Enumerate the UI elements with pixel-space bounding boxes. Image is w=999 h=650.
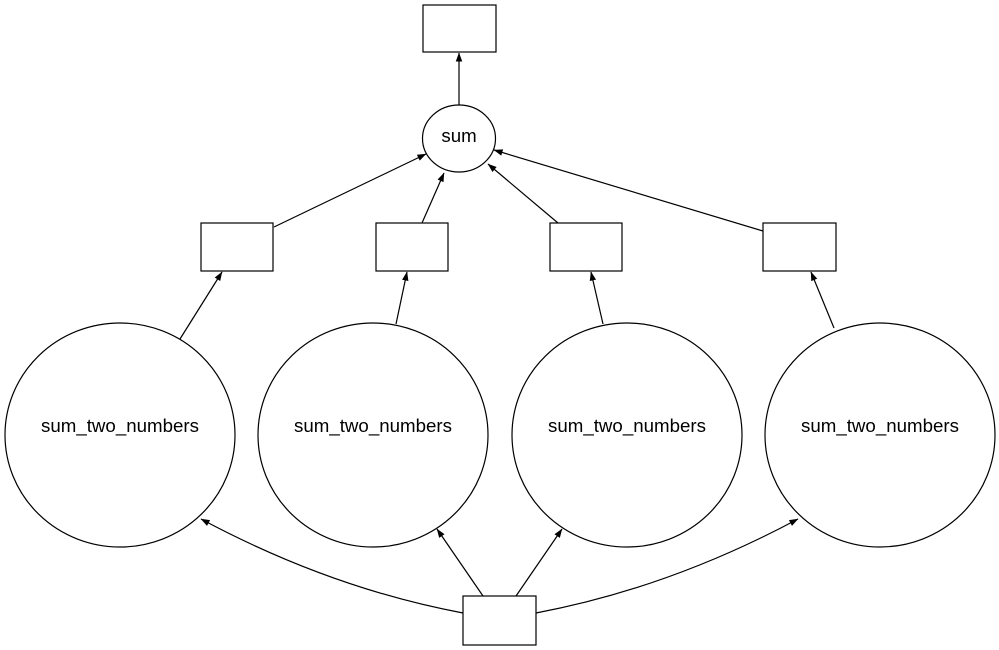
edge-partial4-to-sum [493, 149, 764, 232]
task4-function-label: sum_two_numbers [801, 415, 959, 437]
edge-task3-to-partial3 [589, 271, 604, 325]
sum-function-label: sum [441, 125, 476, 146]
task3-function-node [511, 322, 743, 548]
function-node-group: sum sum_two_numbers sum_two_numbers sum_… [4, 104, 996, 548]
partial1-data-node [200, 222, 274, 272]
task1-function-node [4, 322, 236, 548]
data-node-group [200, 4, 837, 646]
edge-task2-to-partial2 [395, 271, 409, 325]
edge-task1-to-partial1 [179, 271, 223, 340]
edge-input-to-task4 [535, 518, 799, 614]
task4-function-node [764, 322, 996, 548]
edge-partial1-to-sum [273, 153, 427, 228]
edge-group [179, 52, 835, 614]
task1-function-label: sum_two_numbers [41, 415, 199, 437]
input-data-node [462, 595, 537, 646]
task2-function-node [257, 322, 489, 548]
result-data-node [422, 4, 497, 53]
edge-input-to-task3 [515, 528, 563, 597]
edge-input-to-task2 [436, 528, 484, 597]
edge-partial2-to-sum [421, 172, 445, 224]
partial3-data-node [549, 222, 623, 272]
task2-function-label: sum_two_numbers [294, 415, 452, 437]
edge-task4-to-partial4 [810, 271, 835, 329]
sum-function-node [421, 104, 497, 173]
edge-input-to-task1 [200, 518, 464, 614]
partial2-data-node [375, 222, 449, 272]
edge-partial3-to-sum [487, 163, 559, 224]
partial4-data-node [762, 222, 837, 272]
task3-function-label: sum_two_numbers [548, 415, 706, 437]
